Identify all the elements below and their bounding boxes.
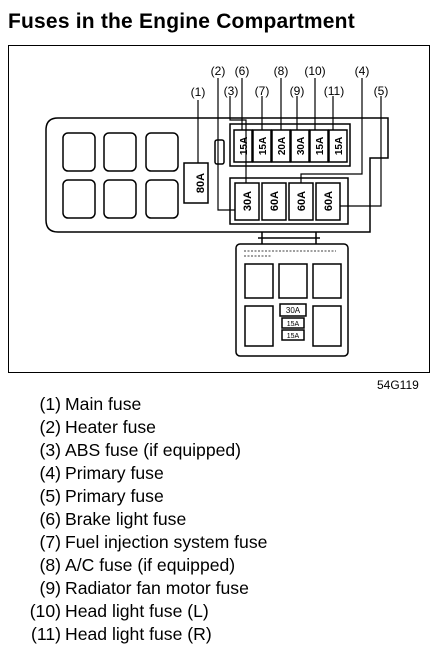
legend-text: Head light fuse (L) xyxy=(65,601,209,621)
legend-list: (1)Main fuse (2)Heater fuse (3)ABS fuse … xyxy=(14,393,268,646)
small-fuse-rating: 15A xyxy=(287,321,300,328)
legend-number: (5) xyxy=(39,486,61,506)
legend-item: (11)Head light fuse (R) xyxy=(14,623,267,646)
legend-item: (5)Primary fuse xyxy=(14,485,267,508)
page-title: Fuses in the Engine Compartment xyxy=(8,10,355,33)
legend-item: (6)Brake light fuse xyxy=(14,508,267,531)
main-fuse-rating: 80A xyxy=(195,173,207,193)
callout-5: (5) xyxy=(374,84,389,98)
legend-item: (7)Fuel injection system fuse xyxy=(14,531,267,554)
relay-slot xyxy=(103,179,137,219)
leader-5 xyxy=(340,96,382,207)
legend-item: (10)Head light fuse (L) xyxy=(14,600,267,623)
relay-slot xyxy=(312,305,342,347)
relay-slot xyxy=(312,263,342,299)
legend-item: (4)Primary fuse xyxy=(14,462,267,485)
relay-slot xyxy=(145,179,179,219)
lower-fuse-group xyxy=(229,177,349,225)
fuse-4-rating: 60A xyxy=(296,191,308,211)
fuse-6 xyxy=(233,129,253,163)
legend-text: Main fuse xyxy=(65,394,142,414)
fuse-11 xyxy=(328,129,348,163)
legend-number: (4) xyxy=(39,463,61,483)
leader-3 xyxy=(229,96,247,183)
fuse-6-rating: 15A xyxy=(239,137,250,155)
legend-item: (8)A/C fuse (if equipped) xyxy=(14,554,267,577)
legend-number: (3) xyxy=(39,440,61,460)
relay-slot xyxy=(62,132,96,172)
legend-text: Primary fuse xyxy=(65,463,164,483)
callout-3: (3) xyxy=(224,84,239,98)
callout-10: (10) xyxy=(304,64,325,78)
fuse-2-rating: 60A xyxy=(269,191,281,211)
legend-text: Radiator fan motor fuse xyxy=(65,578,249,598)
legend-number: (2) xyxy=(39,417,61,437)
callout-9: (9) xyxy=(290,84,305,98)
diagram-frame xyxy=(8,45,430,373)
fuse-3 xyxy=(234,182,260,221)
callout-6: (6) xyxy=(235,64,250,78)
figure-code: 54G119 xyxy=(377,378,419,392)
legend-number: (7) xyxy=(39,532,61,552)
fuse-10-rating: 15A xyxy=(315,137,326,155)
legend-item: (3)ABS fuse (if equipped) xyxy=(14,439,267,462)
small-fuse-rating: 30A xyxy=(286,306,301,315)
legend-number: (11) xyxy=(31,624,61,644)
legend-number: (1) xyxy=(39,394,61,414)
relay-slot xyxy=(145,132,179,172)
fuse-11-rating: 15A xyxy=(334,137,345,155)
legend-text: ABS fuse (if equipped) xyxy=(65,440,242,460)
legend-number: (6) xyxy=(39,509,61,529)
fuse-9-rating: 30A xyxy=(296,137,307,155)
callout-2: (2) xyxy=(211,64,226,78)
callout-1: (1) xyxy=(191,85,206,99)
leader-4 xyxy=(300,78,363,183)
small-fuse xyxy=(281,317,305,329)
fuse-2 xyxy=(261,182,287,221)
callout-11: (11) xyxy=(324,84,344,98)
main-fuse-box-outline xyxy=(45,117,389,233)
small-fuse xyxy=(281,329,305,341)
relay-slot xyxy=(62,179,96,219)
callout-4: (4) xyxy=(355,64,370,78)
small-fuse-rating: 15A xyxy=(287,333,300,340)
relay-slot xyxy=(278,263,308,299)
small-fuse xyxy=(279,303,307,317)
relay-slot xyxy=(244,305,274,347)
legend-item: (9)Radiator fan motor fuse xyxy=(14,577,267,600)
legend-text: Primary fuse xyxy=(65,486,164,506)
fuse-5 xyxy=(315,182,341,221)
legend-text: A/C fuse (if equipped) xyxy=(65,555,236,575)
spare-fuse-slot xyxy=(214,139,225,165)
legend-number: (10) xyxy=(29,601,61,621)
legend-item: (2)Heater fuse xyxy=(14,416,267,439)
legend-text: Fuel injection system fuse xyxy=(65,532,268,552)
relay-slot xyxy=(244,263,274,299)
fuse-7-rating: 15A xyxy=(258,137,269,155)
legend-item: (1)Main fuse xyxy=(14,393,267,416)
fuse-3-rating: 30A xyxy=(242,191,254,211)
upper-fuse-group xyxy=(229,123,351,167)
secondary-fuse-box xyxy=(235,243,349,357)
relay-slot xyxy=(103,132,137,172)
fuse-8-rating: 20A xyxy=(277,137,288,155)
callout-8: (8) xyxy=(274,64,289,78)
callout-7: (7) xyxy=(255,84,270,98)
fuse-5-rating: 60A xyxy=(323,191,335,211)
legend-text: Heater fuse xyxy=(65,417,156,437)
fuse-9 xyxy=(290,129,310,163)
leader-2 xyxy=(217,78,235,211)
main-fuse xyxy=(183,162,209,204)
legend-text: Head light fuse (R) xyxy=(65,624,212,644)
legend-number: (8) xyxy=(39,555,61,575)
legend-number: (9) xyxy=(39,578,61,598)
legend-text: Brake light fuse xyxy=(65,509,187,529)
fuse-10 xyxy=(309,129,329,163)
